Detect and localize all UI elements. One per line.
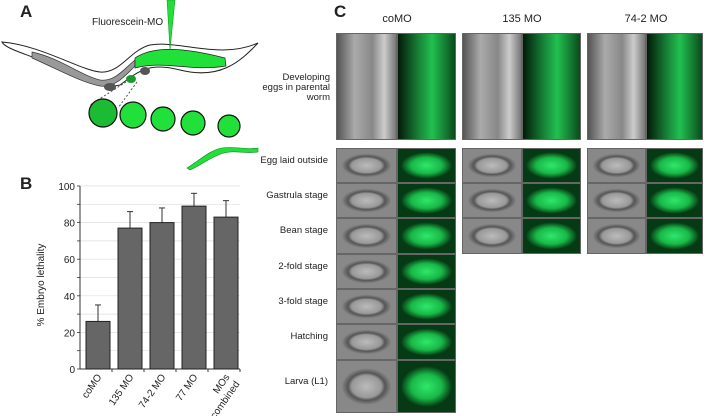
gfp-image-parental: [646, 33, 703, 140]
gfp-image-parental: [522, 33, 581, 140]
dic-image: [462, 218, 522, 254]
egg: [126, 75, 136, 83]
gfp-image: [522, 148, 581, 183]
row-label: 3-fold stage: [278, 295, 328, 307]
panel-label-c: C: [334, 2, 347, 21]
row-label: Bean stage: [279, 225, 328, 236]
bar-74-2-mo: [149, 222, 175, 370]
bar-135-mo: [117, 227, 143, 370]
row-label: Gastrula stage: [266, 189, 328, 201]
y-tick-label: 40: [64, 292, 76, 303]
gfp-image: [646, 218, 703, 254]
dic-image: [336, 148, 397, 183]
column-header: 135 MO: [502, 13, 542, 25]
larva-icon: [186, 147, 259, 171]
y-tick-label: 60: [64, 255, 76, 266]
dic-image: [587, 148, 646, 183]
gfp-image: [397, 289, 456, 324]
gfp-image: [397, 360, 456, 413]
dic-image: [336, 289, 397, 324]
row-label: Egg laid outside: [260, 154, 328, 166]
x-tick-label: 77 MO: [174, 372, 200, 403]
dic-image: [336, 183, 397, 218]
egg: [140, 67, 150, 75]
dic-image: [587, 218, 646, 254]
gfp-image: [397, 218, 456, 254]
y-tick-label: 100: [58, 182, 75, 193]
column-header: coMO: [382, 13, 412, 25]
column-header: 74-2 MO: [624, 13, 668, 25]
fluorescein-mo-label: Fluorescein-MO: [92, 17, 164, 28]
gfp-image-parental: [397, 33, 456, 140]
row-label: 2-fold stage: [278, 260, 328, 272]
zoom-line: [89, 81, 127, 106]
gfp-image: [646, 183, 703, 218]
dic-image-parental: [587, 33, 646, 140]
gfp-image: [397, 148, 456, 183]
bar-como: [85, 320, 111, 370]
gfp-image: [522, 183, 581, 218]
y-tick-label: 80: [64, 219, 76, 230]
x-tick-label: 74-2 MO: [137, 372, 168, 410]
injection-diagram: [1, 0, 259, 171]
gfp-image: [522, 218, 581, 254]
dic-image-parental: [462, 33, 522, 140]
y-tick-label: 0: [69, 365, 75, 376]
egg: [104, 83, 116, 91]
row-label: Larva (L1): [284, 375, 328, 387]
gfp-image: [397, 324, 456, 360]
embryo-stages: [88, 98, 241, 138]
bar-mos-combined: [213, 216, 239, 370]
injection-needle-icon: [166, 0, 176, 51]
dic-image: [462, 148, 522, 183]
dic-image: [336, 254, 397, 289]
panel-label-b: B: [20, 174, 33, 193]
dic-image: [462, 183, 522, 218]
row-label: Hatching: [290, 331, 329, 342]
dic-image: [336, 360, 397, 413]
gfp-image: [646, 148, 703, 183]
dic-image: [587, 183, 646, 218]
gfp-image: [397, 183, 456, 218]
dic-image-parental: [336, 33, 397, 140]
zoom-line: [117, 81, 138, 109]
x-tick-label: 135 MO: [107, 372, 137, 408]
panel-label-a: A: [20, 2, 33, 21]
y-tick-label: 20: [64, 328, 76, 339]
dic-image: [336, 218, 397, 254]
bar-77-mo: [181, 205, 207, 370]
gfp-image: [397, 254, 456, 289]
row-label-parental: Developing eggs in parental worm: [262, 72, 330, 103]
dic-image: [336, 324, 397, 360]
gonad-green: [134, 49, 227, 69]
x-tick-label: coMO: [80, 372, 104, 400]
